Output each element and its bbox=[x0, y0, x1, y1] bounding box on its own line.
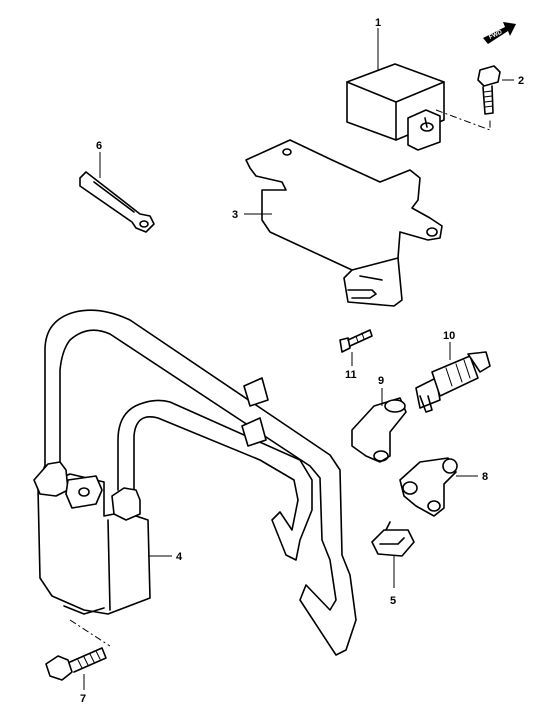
fwd-label: FWD bbox=[488, 29, 504, 40]
centerline-2 bbox=[435, 109, 491, 131]
part-1-control-unit bbox=[346, 63, 445, 151]
callout-8: 8 bbox=[482, 471, 488, 483]
part-6-clamp-strap bbox=[79, 171, 155, 233]
centerline-7 bbox=[69, 619, 111, 647]
callout-2: 2 bbox=[518, 75, 524, 87]
fwd-arrow-icon: FWD bbox=[483, 22, 516, 44]
callout-5: 5 bbox=[390, 595, 396, 607]
callout-1: 1 bbox=[375, 17, 381, 29]
part-10-spark-plug bbox=[415, 351, 491, 413]
callout-7: 7 bbox=[80, 693, 86, 705]
part-7-bolt bbox=[45, 647, 107, 681]
part-9-plug-cap bbox=[351, 397, 407, 463]
part-2-bolt bbox=[477, 65, 501, 115]
callout-4: 4 bbox=[176, 551, 183, 563]
cable-sleeve bbox=[241, 377, 269, 447]
part-4-ignition-coil bbox=[33, 309, 357, 656]
part-8-boot bbox=[399, 457, 458, 517]
callout-11: 11 bbox=[345, 369, 357, 381]
callout-10: 10 bbox=[443, 330, 455, 342]
callout-6: 6 bbox=[96, 140, 102, 152]
part-11-clip bbox=[339, 329, 373, 353]
callout-9: 9 bbox=[378, 375, 384, 387]
part-5-clip bbox=[371, 521, 415, 557]
callout-3: 3 bbox=[232, 209, 238, 221]
part-3-bracket bbox=[245, 139, 443, 307]
